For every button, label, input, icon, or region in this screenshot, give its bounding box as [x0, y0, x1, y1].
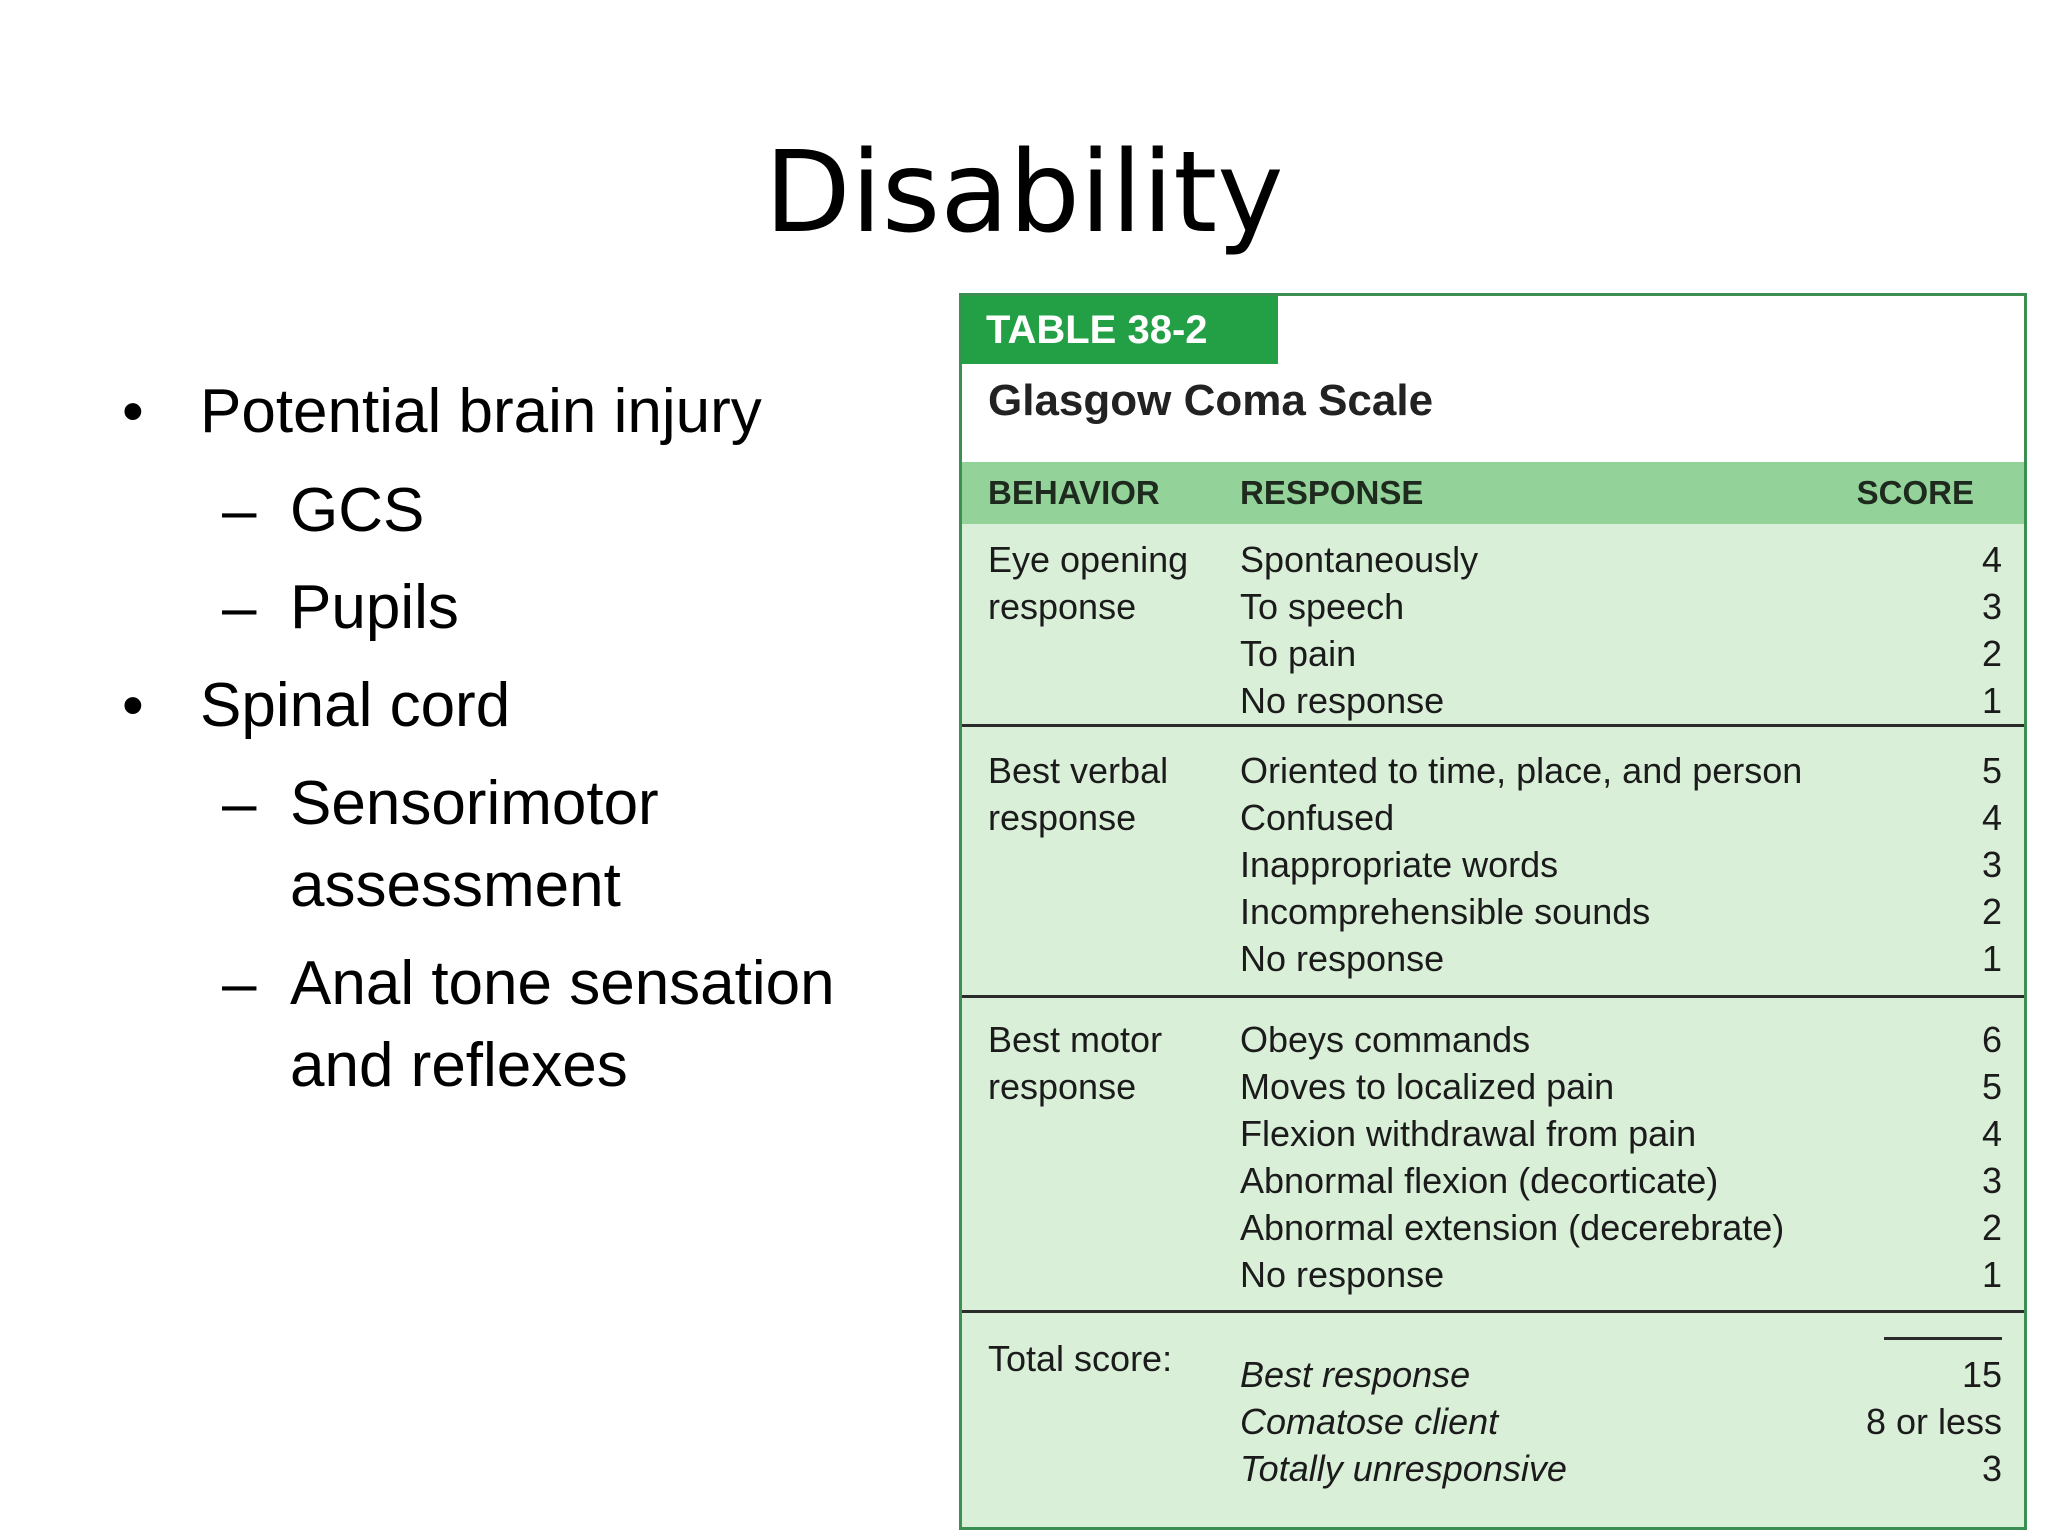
slide-title: Disability: [764, 128, 1284, 258]
score-cell: 2: [1981, 1207, 2002, 1248]
response-cell: Flexion withdrawal from pain: [1240, 1113, 1697, 1154]
score-cell: 4: [1981, 797, 2002, 838]
response-cell: Moves to localized pain: [1240, 1066, 1615, 1107]
sub-bullet-mark: –: [222, 769, 257, 838]
response-column: Best response Comatose client Totally un…: [1240, 1351, 1567, 1492]
glasgow-coma-scale-table: TABLE 38-2 Glasgow Coma Scale BEHAVIOR R…: [959, 293, 2027, 1530]
sub-bullet-text: Anal tone sensation: [290, 949, 835, 1018]
response-column: Spontaneously To speech To pain No respo…: [1240, 536, 1478, 724]
response-column: Oriented to time, place, and person Conf…: [1240, 747, 1802, 982]
behavior-cell: Best motor response: [988, 1019, 1163, 1107]
bullet-mark: •: [122, 671, 144, 740]
response-cell: Best response: [1240, 1354, 1471, 1395]
table-section-motor: Best motor response Obeys commands Moves…: [962, 998, 2024, 1313]
response-cell: Incomprehensible sounds: [1240, 891, 1651, 932]
score-cell: 5: [1981, 750, 2002, 791]
sub-bullet-mark: –: [222, 573, 257, 642]
response-cell: Confused: [1240, 797, 1395, 838]
table-section-verbal: Best verbal response Oriented to time, p…: [962, 727, 2024, 998]
table-header-row: BEHAVIOR RESPONSE SCORE: [962, 462, 2024, 524]
score-cell: 3: [1981, 1448, 2002, 1489]
bullet-text: Spinal cord: [200, 671, 511, 740]
header-score: SCORE: [1856, 474, 1974, 511]
table-body: Eye opening response Spontaneously To sp…: [962, 524, 2024, 1527]
sub-bullet-text: GCS: [290, 476, 425, 545]
sub-bullet-item: – Pupils: [222, 567, 459, 649]
table-label: TABLE 38-2: [962, 296, 1278, 364]
score-cell: 15: [1961, 1354, 2002, 1395]
response-cell: Obeys commands: [1240, 1019, 1531, 1060]
sub-bullet-continuation: assessment: [290, 845, 621, 927]
bullet-text: Potential brain injury: [200, 377, 762, 446]
behavior-cell: Eye opening response: [988, 539, 1189, 627]
sub-bullet-item: – Anal tone sensation: [222, 943, 835, 1025]
response-cell: Abnormal extension (decerebrate): [1240, 1207, 1785, 1248]
score-column: 6 5 4 3 2 1: [1982, 1016, 2002, 1298]
score-column: 4 3 2 1: [1982, 536, 2002, 724]
response-cell: Comatose client: [1240, 1401, 1499, 1442]
response-cell: No response: [1240, 938, 1445, 979]
response-cell: No response: [1240, 1254, 1445, 1295]
sub-bullet-item: – GCS: [222, 470, 425, 552]
response-cell: No response: [1240, 680, 1445, 721]
response-cell: To pain: [1240, 633, 1357, 674]
header-response: RESPONSE: [1240, 474, 1424, 511]
score-cell: 3: [1981, 586, 2002, 627]
score-cell: 3: [1981, 1160, 2002, 1201]
table-title: Glasgow Coma Scale: [988, 376, 1434, 425]
response-cell: Oriented to time, place, and person: [1240, 750, 1803, 791]
score-cell: 3: [1981, 844, 2002, 885]
header-behavior: BEHAVIOR: [988, 474, 1160, 511]
sub-bullet-text: Sensorimotor: [290, 769, 659, 838]
score-cell: 5: [1981, 1066, 2002, 1107]
response-cell: Abnormal flexion (decorticate): [1240, 1160, 1719, 1201]
sub-bullet-text: and reflexes: [290, 1031, 628, 1100]
score-cell: 1: [1981, 1254, 2002, 1295]
bullet-item: • Potential brain injury: [122, 371, 762, 453]
table-section-total: Total score: Best response Comatose clie…: [962, 1313, 2024, 1523]
sub-bullet-continuation: and reflexes: [290, 1025, 628, 1107]
sub-bullet-mark: –: [222, 949, 257, 1018]
score-cell: 1: [1981, 938, 2002, 979]
bullet-item: • Spinal cord: [122, 665, 511, 747]
score-cell: 8 or less: [1865, 1401, 2002, 1442]
score-cell: 1: [1981, 680, 2002, 721]
score-cell: 2: [1981, 633, 2002, 674]
sub-bullet-text: Pupils: [290, 573, 459, 642]
score-cell: 6: [1981, 1019, 2002, 1060]
sub-bullet-item: – Sensorimotor: [222, 763, 659, 845]
response-cell: Inappropriate words: [1240, 844, 1559, 885]
table-section-eye: Eye opening response Spontaneously To sp…: [962, 524, 2024, 727]
response-column: Obeys commands Moves to localized pain F…: [1240, 1016, 1784, 1298]
response-cell: Totally unresponsive: [1240, 1448, 1567, 1489]
score-cell: 4: [1981, 539, 2002, 580]
score-sum-rule: [1884, 1337, 2002, 1340]
response-cell: Spontaneously: [1240, 539, 1479, 580]
sub-bullet-text: assessment: [290, 851, 621, 920]
sub-bullet-mark: –: [222, 476, 257, 545]
behavior-cell: Best verbal response: [988, 750, 1169, 838]
behavior-cell: Total score:: [988, 1338, 1173, 1379]
score-cell: 2: [1981, 891, 2002, 932]
score-column: 5 4 3 2 1: [1982, 747, 2002, 982]
bullet-mark: •: [122, 377, 144, 446]
response-cell: To speech: [1240, 586, 1405, 627]
score-column: 15 8 or less 3: [1866, 1351, 2002, 1492]
score-cell: 4: [1981, 1113, 2002, 1154]
